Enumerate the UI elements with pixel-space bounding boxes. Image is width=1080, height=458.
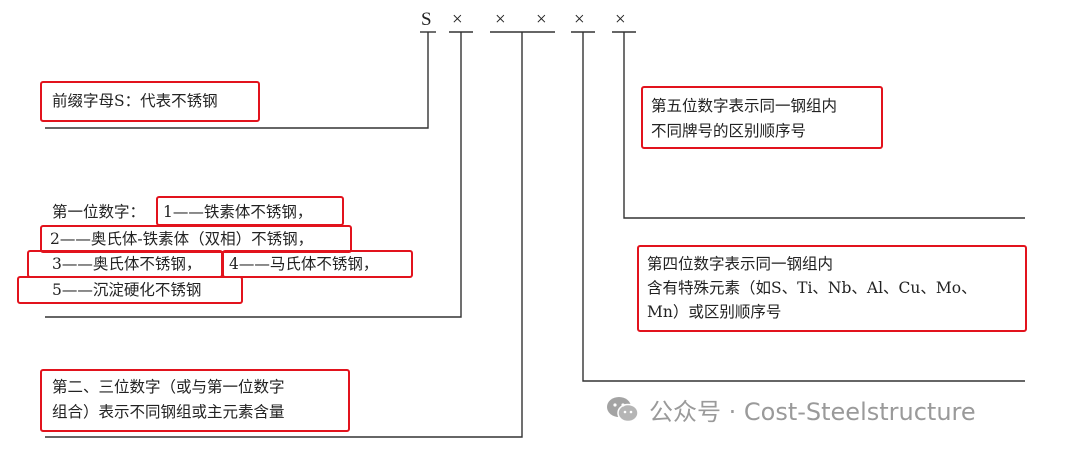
first-digit-item3: 3——奥氏体不锈钢， (52, 255, 202, 273)
first-digit-item2-box (40, 225, 352, 253)
fifth-digit-line2: 不同牌号的区别顺序号 (651, 122, 807, 140)
watermark-text: 公众号 · Cost-Steelstructure (649, 398, 976, 426)
first-digit-item1: 1——铁素体不锈钢， (163, 203, 313, 221)
prefix-highlight-box (40, 81, 260, 122)
leader-second-third (45, 32, 523, 438)
second-third-line1: 第二、三位数字（或与第一位数字 (52, 378, 285, 396)
first-digit-item5-box (17, 276, 243, 304)
fourth-digit-line3: Mn）或区别顺序号 (647, 303, 782, 321)
first-digit-item4-box (222, 250, 413, 278)
fourth-digit-line2: 含有特殊元素（如S、Ti、Nb、Al、Cu、Mo、 (647, 279, 977, 297)
wechat-icon (607, 396, 639, 422)
fifth-digit-line1: 第五位数字表示同一钢组内 (651, 97, 838, 115)
code-digit-5: × (615, 9, 626, 30)
fifth-digit-highlight-box (641, 86, 883, 149)
code-digit-4: × (574, 9, 585, 30)
leader-prefix (45, 32, 429, 129)
leader-first-digit (45, 32, 462, 318)
fourth-digit-highlight-box (637, 245, 1027, 332)
second-third-highlight-box (40, 369, 350, 432)
first-digit-lead: 第一位数字： (52, 203, 146, 221)
first-digit-item5: 5——沉淀硬化不锈钢 (52, 281, 202, 299)
code-letter-s: S (421, 9, 432, 30)
second-third-line2: 组合）表示不同钢组或主元素含量 (52, 403, 285, 421)
leader-fourth-digit (582, 32, 1025, 382)
leader-fifth-digit (623, 32, 1025, 219)
fourth-digit-line1: 第四位数字表示同一钢组内 (647, 255, 834, 273)
code-digit-3: × (536, 9, 547, 30)
first-digit-item4: 4——马氏体不锈钢， (229, 255, 379, 273)
code-digit-1: × (452, 9, 463, 30)
code-digit-2: × (495, 9, 506, 30)
prefix-label: 前缀字母S：代表不锈钢 (52, 92, 218, 110)
first-digit-item2: 2——奥氏体-铁素体（双相）不锈钢， (50, 230, 314, 248)
watermark: 公众号 · Cost-Steelstructure (605, 392, 976, 427)
